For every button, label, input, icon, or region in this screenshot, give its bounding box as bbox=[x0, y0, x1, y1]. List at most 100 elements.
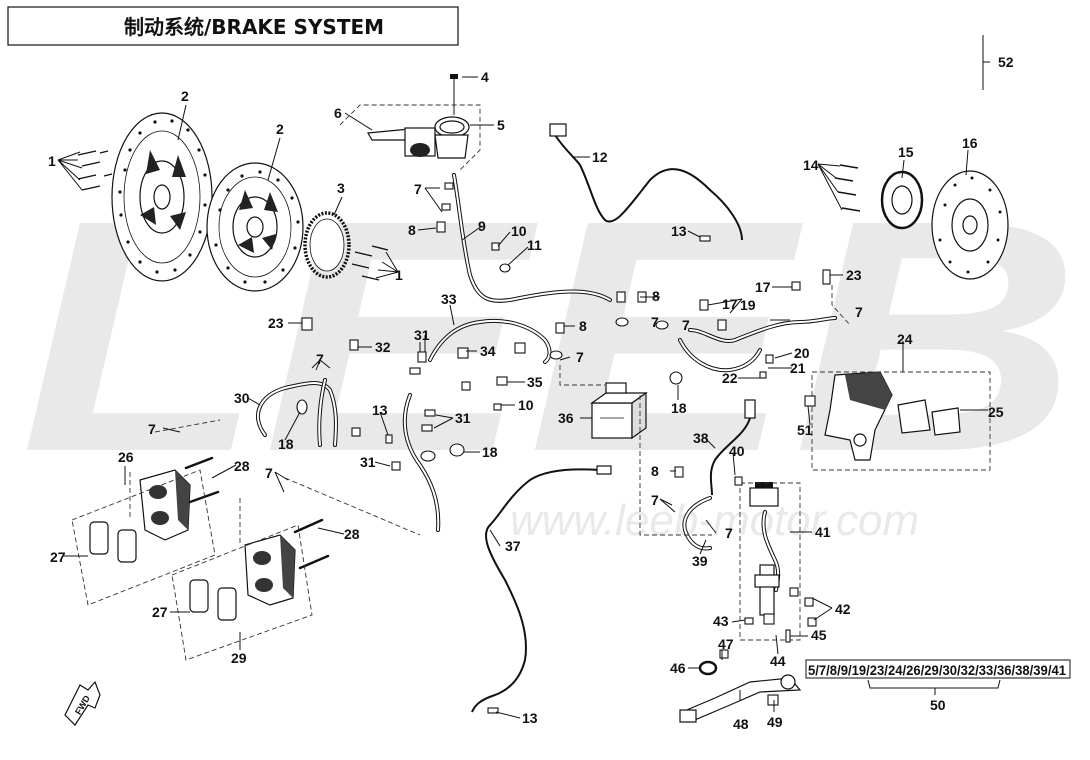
callout-13: 13 bbox=[671, 223, 687, 239]
abs-sensor-38 bbox=[744, 399, 756, 419]
callout-8: 8 bbox=[579, 318, 587, 334]
callout-28: 28 bbox=[344, 526, 360, 542]
callout-labels: 1 1 2 2 3 4 5 6 7 8 9 10 11 12 13 14 15 … bbox=[48, 54, 1014, 732]
callout-7: 7 bbox=[855, 304, 863, 320]
callout-51: 51 bbox=[797, 422, 813, 438]
callout-8: 8 bbox=[652, 288, 660, 304]
rear-sprocket-flange-15 bbox=[880, 170, 924, 230]
leader-dash-7-caliper bbox=[154, 419, 421, 536]
callout-18: 18 bbox=[671, 400, 687, 416]
callout-7: 7 bbox=[414, 181, 422, 197]
rear-master-cylinder bbox=[749, 482, 780, 616]
rear-brake-hose-19 bbox=[678, 316, 837, 373]
watermark-site: www.leeb-motor.com bbox=[510, 496, 919, 545]
callout-42: 42 bbox=[835, 601, 851, 617]
callout-12: 12 bbox=[592, 149, 608, 165]
callout-13: 13 bbox=[372, 402, 388, 418]
callout-13: 13 bbox=[522, 710, 538, 726]
callout-16: 16 bbox=[962, 135, 978, 151]
callout-30: 30 bbox=[234, 390, 250, 406]
title-box: 制动系统/BRAKE SYSTEM bbox=[7, 6, 459, 46]
callout-20: 20 bbox=[794, 345, 810, 361]
front-brake-pads-right bbox=[189, 579, 237, 621]
callout-23: 23 bbox=[846, 267, 862, 283]
pad-set-box-left bbox=[71, 469, 216, 606]
common-parts-label: 5/7/8/9/19/23/24/26/29/30/32/33/36/38/39… bbox=[808, 662, 1066, 678]
front-brake-hose-33 bbox=[402, 318, 552, 532]
front-caliper-right bbox=[244, 534, 296, 606]
callout-1: 1 bbox=[48, 153, 56, 169]
callout-14: 14 bbox=[803, 157, 819, 173]
leader-dash-master bbox=[339, 104, 481, 171]
front-brake-disc-right bbox=[206, 162, 304, 292]
forward-arrow-icon: FWD bbox=[64, 680, 101, 726]
callout-40: 40 bbox=[729, 443, 745, 459]
leader-dash-26 bbox=[129, 472, 241, 545]
callout-41: 41 bbox=[815, 524, 831, 540]
callout-43: 43 bbox=[713, 613, 729, 629]
callout-33: 33 bbox=[441, 291, 457, 307]
callout-leaders bbox=[57, 35, 1001, 719]
callout-7: 7 bbox=[148, 421, 156, 437]
callout-2: 2 bbox=[181, 88, 189, 104]
diagram-title: 制动系统/BRAKE SYSTEM bbox=[124, 15, 384, 39]
callout-36: 36 bbox=[558, 410, 574, 426]
callout-1: 1 bbox=[395, 267, 403, 283]
callout-22: 22 bbox=[722, 370, 738, 386]
callout-7: 7 bbox=[576, 349, 584, 365]
callout-10: 10 bbox=[518, 397, 534, 413]
front-brake-pads-left bbox=[89, 521, 137, 563]
callout-10: 10 bbox=[511, 223, 527, 239]
front-brake-hose-upper bbox=[452, 173, 612, 303]
disc-bolts-right bbox=[351, 245, 389, 281]
rear-caliper-box bbox=[811, 371, 991, 471]
callout-49: 49 bbox=[767, 714, 783, 730]
callout-17: 17 bbox=[755, 279, 771, 295]
callout-8: 8 bbox=[651, 463, 659, 479]
rear-brake-disc bbox=[931, 170, 1009, 280]
leader-dash-abs bbox=[559, 365, 712, 536]
common-parts-group: 5/7/8/9/19/23/24/26/29/30/32/33/36/38/39… bbox=[805, 659, 1071, 713]
rear-master-box bbox=[739, 482, 801, 641]
callout-18: 18 bbox=[482, 444, 498, 460]
rear-caliper-bracket bbox=[824, 371, 893, 461]
callout-31: 31 bbox=[414, 327, 430, 343]
callout-7: 7 bbox=[316, 351, 324, 367]
callout-25: 25 bbox=[988, 404, 1004, 420]
callout-31: 31 bbox=[455, 410, 471, 426]
callout-34: 34 bbox=[480, 343, 496, 359]
callout-7: 7 bbox=[725, 525, 733, 541]
callout-7: 7 bbox=[265, 465, 273, 481]
callout-8: 8 bbox=[408, 222, 416, 238]
callout-7: 7 bbox=[651, 492, 659, 508]
callout-9: 9 bbox=[478, 218, 486, 234]
callout-17: 17 bbox=[722, 296, 738, 312]
abs-sensor-wire-12 bbox=[554, 134, 743, 241]
callout-26: 26 bbox=[118, 449, 134, 465]
disc-bolts-left bbox=[77, 150, 113, 191]
callout-35: 35 bbox=[527, 374, 543, 390]
callout-32: 32 bbox=[375, 339, 391, 355]
front-brake-disc-left bbox=[111, 112, 213, 282]
pad-set-box-right bbox=[171, 524, 313, 661]
callout-29: 29 bbox=[231, 650, 247, 666]
callout-2: 2 bbox=[276, 121, 284, 137]
abs-sensor-wire-37 bbox=[471, 468, 601, 713]
callout-19: 19 bbox=[740, 297, 756, 313]
callout-6: 6 bbox=[334, 105, 342, 121]
callout-50: 50 bbox=[930, 697, 946, 713]
callout-44: 44 bbox=[770, 653, 786, 669]
rear-disc-bolts bbox=[834, 164, 861, 212]
rear-brake-pads bbox=[897, 399, 961, 436]
abs-sensor-12 bbox=[549, 123, 567, 137]
callout-28: 28 bbox=[234, 458, 250, 474]
callout-31: 31 bbox=[360, 454, 376, 470]
callout-7: 7 bbox=[651, 314, 659, 330]
callout-27: 27 bbox=[50, 549, 66, 565]
front-brake-lever-master-cylinder bbox=[367, 74, 470, 159]
abs-tone-ring bbox=[303, 211, 351, 279]
callout-23: 23 bbox=[268, 315, 284, 331]
callout-52: 52 bbox=[998, 54, 1014, 70]
callout-48: 48 bbox=[733, 716, 749, 732]
